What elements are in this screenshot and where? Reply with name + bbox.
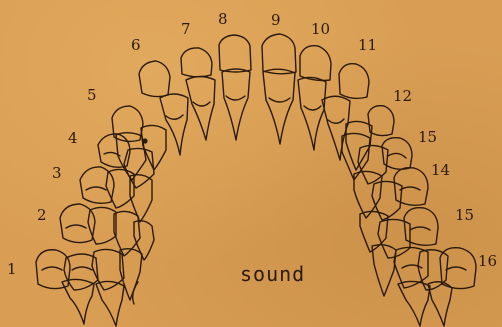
tooth-1 [36, 250, 70, 289]
tooth-label-16: 16 [478, 254, 497, 269]
tooth-10-lower [298, 77, 326, 150]
tooth-11-crown [339, 64, 369, 99]
tooth-7-lower [186, 77, 215, 141]
caption-sound: sound [240, 262, 305, 286]
tooth-label-15: 15 [455, 208, 474, 223]
tooth-label-4: 4 [68, 131, 78, 146]
tooth-label-11: 11 [358, 38, 377, 53]
tooth-label-6: 6 [131, 38, 141, 53]
tooth-label-12: 12 [393, 89, 412, 104]
tooth-label-13: 15 [418, 130, 437, 145]
tooth-7-crown [181, 48, 212, 77]
tooth-label-14: 14 [431, 163, 450, 178]
tooth-label-10: 10 [311, 22, 330, 37]
tooth-label-2: 2 [37, 208, 47, 223]
tooth-label-9: 9 [271, 13, 281, 28]
tooth-label-7: 7 [181, 22, 191, 37]
tooth-6-crown [139, 61, 170, 97]
tooth-3 [80, 167, 114, 203]
tooth-label-8: 8 [218, 12, 228, 27]
tooth-10-crown [300, 46, 331, 81]
tooth-label-1: 1 [7, 262, 17, 277]
tooth-label-5: 5 [87, 88, 97, 103]
tooth-9-crown [262, 34, 296, 74]
cavity-dot [142, 138, 147, 143]
tooth-8-lower [222, 69, 250, 140]
tooth-6-lower [160, 94, 188, 155]
tooth-9-lower [263, 69, 295, 144]
tooth-label-3: 3 [52, 166, 62, 181]
tooth-8-crown [219, 35, 251, 72]
